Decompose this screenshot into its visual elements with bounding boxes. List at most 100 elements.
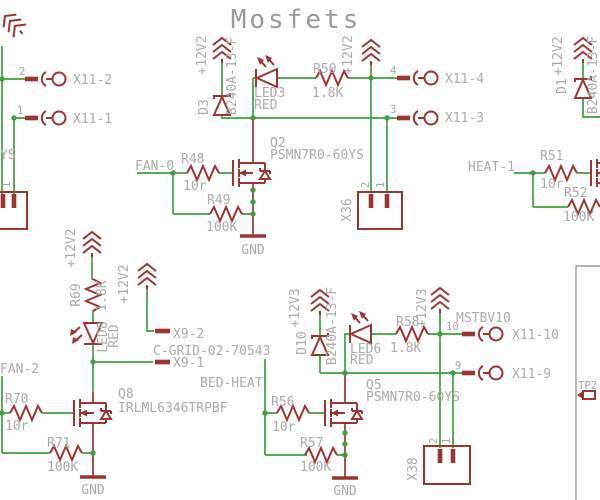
junction-dots bbox=[0, 75, 536, 458]
resistor-r48-ref: R48 bbox=[181, 152, 204, 167]
pin-x9-1-label: X9-1 bbox=[173, 356, 204, 371]
pin-x11-1[interactable] bbox=[25, 111, 66, 125]
power-label: +12V2 bbox=[341, 35, 356, 74]
resistor-r70-value: 10r bbox=[5, 419, 29, 434]
resistor-r49-value: 100K bbox=[206, 220, 237, 235]
power-label: +12V2 bbox=[117, 264, 132, 303]
resistor-r69-ref: R69 bbox=[69, 283, 84, 306]
mosfet-q5-value: PSMN7R0-60YS bbox=[366, 390, 460, 405]
mosfet-q2-symbol[interactable] bbox=[232, 158, 271, 188]
testpoint-tp2-label: TP2 bbox=[578, 380, 597, 392]
pin-number: 10 bbox=[446, 321, 459, 333]
power-arrow-12v2-r69[interactable] bbox=[82, 231, 102, 258]
connector-x36-label: X36 bbox=[340, 198, 355, 221]
resistor-r49-symbol[interactable] bbox=[209, 206, 243, 222]
mosfet-q8-value: IRLML6346TRPBF bbox=[118, 401, 228, 416]
diode-d1-value: B240A-13-F bbox=[586, 36, 600, 114]
power-label: +12V2 bbox=[195, 35, 210, 74]
resistor-r57-ref: R57 bbox=[300, 436, 323, 451]
connector-mstbv10-label: MSTBV10 bbox=[456, 311, 511, 326]
pin-number: 9 bbox=[455, 360, 461, 372]
mosfet-q8-symbol[interactable] bbox=[73, 398, 112, 428]
led-led3-ref: LED3 bbox=[254, 86, 285, 101]
diode-d10-ref: D10 bbox=[295, 331, 310, 354]
connector-x11-4-label: X11-4 bbox=[445, 72, 484, 87]
connector-x11-10-label: X11-10 bbox=[512, 328, 559, 343]
led-led6-ref: LED6 bbox=[350, 342, 381, 357]
led-led6-value: RED bbox=[350, 353, 374, 368]
led-led8-value: RED bbox=[107, 324, 122, 348]
connector-x11-9-label: X11-9 bbox=[512, 367, 551, 382]
resistor-r71-ref: R71 bbox=[47, 436, 70, 451]
pin-number: 2 bbox=[19, 66, 25, 78]
gnd-label: GND bbox=[333, 484, 357, 499]
led-led8-symbol[interactable] bbox=[70, 322, 104, 346]
resistor-r58-value: 1.8K bbox=[390, 341, 421, 356]
mosfet-q2-value: PSMN7R0-60YS bbox=[270, 148, 364, 163]
pin-number: 4 bbox=[390, 65, 396, 77]
diode-d10-value: B240A-13-F bbox=[325, 287, 340, 365]
led-led6-symbol[interactable] bbox=[348, 311, 372, 345]
mosfet-q8-ref: Q8 bbox=[118, 387, 134, 402]
pin-number: 3 bbox=[390, 104, 396, 116]
pin-x11-4[interactable] bbox=[397, 71, 438, 85]
frame-border bbox=[575, 265, 600, 500]
connector-cgrid-label: C-GRID-02-70543 bbox=[153, 344, 270, 359]
pin-x11-10[interactable] bbox=[462, 327, 503, 341]
resistor-r58-ref: R58 bbox=[396, 315, 419, 330]
resistor-r49-ref: R49 bbox=[207, 193, 230, 208]
resistor-r48-value: 10r bbox=[183, 179, 207, 194]
pin-number: 2 bbox=[428, 438, 440, 444]
net-label-bed-heat: BED-HEAT bbox=[200, 376, 263, 391]
power-arrow-12v2-x11-4[interactable] bbox=[361, 39, 381, 66]
mosfet-q2-ref: Q2 bbox=[270, 136, 286, 151]
power-arrow-12v3-x11-10[interactable] bbox=[430, 287, 450, 314]
pin-number: 1 bbox=[17, 105, 23, 117]
connector-x11-3-label: X11-3 bbox=[445, 111, 484, 126]
diode-d1-ref: D1 bbox=[555, 78, 570, 94]
pin-x9-2-label: X9-2 bbox=[173, 327, 204, 342]
resistor-r56-ref: R56 bbox=[271, 395, 294, 410]
partial-mosfet-text: YS bbox=[0, 148, 16, 163]
resistor-r71-value: 100K bbox=[47, 460, 78, 475]
resistor-r48-symbol[interactable] bbox=[186, 165, 220, 181]
pin-number: 1 bbox=[1, 182, 13, 188]
resistor-r52-ref: R52 bbox=[564, 186, 587, 201]
pin-number: 2 bbox=[360, 182, 372, 188]
resistor-r52-value: 100K bbox=[563, 210, 594, 225]
net-label-heat1: HEAT-1 bbox=[468, 160, 515, 175]
pin-x11-2[interactable] bbox=[25, 72, 66, 86]
mosfet-partial-right-symbol[interactable] bbox=[590, 158, 600, 188]
pin-x11-3[interactable] bbox=[397, 111, 438, 125]
mosfet-q5-symbol[interactable] bbox=[324, 398, 363, 428]
power-label: +12V3 bbox=[288, 288, 303, 327]
power-arrow-corner[interactable] bbox=[0, 8, 31, 42]
resistor-r50-value: 1.8K bbox=[312, 86, 343, 101]
connector-x36[interactable] bbox=[357, 191, 403, 230]
testpoint-tp2-symbol[interactable] bbox=[577, 390, 596, 400]
resistor-r69-value: 1.8K bbox=[95, 280, 110, 311]
pin-x11-9[interactable] bbox=[462, 366, 503, 380]
pin-number: 1 bbox=[441, 438, 453, 444]
resistor-r50-ref: R50 bbox=[313, 62, 336, 77]
resistor-r70-ref: R70 bbox=[5, 392, 28, 407]
resistor-r70-symbol[interactable] bbox=[9, 405, 43, 421]
led-led8-ref: LED8 bbox=[96, 321, 111, 352]
led-led3-symbol[interactable] bbox=[254, 55, 278, 89]
connector-x38[interactable] bbox=[423, 445, 471, 485]
resistor-r51-ref: R51 bbox=[540, 149, 563, 164]
resistor-r51-value: 10r bbox=[540, 177, 564, 192]
connector-x11-1-label: X11-1 bbox=[73, 112, 112, 127]
power-label: +12V3 bbox=[415, 288, 430, 327]
net-label-fan0: FAN-0 bbox=[135, 159, 174, 174]
power-label: +12V2 bbox=[64, 228, 79, 267]
gnd-label: GND bbox=[81, 483, 105, 498]
net-wires[interactable] bbox=[1, 46, 600, 456]
resistor-r57-value: 100K bbox=[300, 460, 331, 475]
diode-d3-value: B240A-13-F bbox=[225, 37, 240, 115]
connector-left-partial[interactable] bbox=[0, 191, 28, 230]
diode-d3-ref: D3 bbox=[197, 99, 212, 115]
power-arrow-12v2-x9-2[interactable] bbox=[137, 263, 157, 290]
connector-x11-2-label: X11-2 bbox=[73, 73, 112, 88]
